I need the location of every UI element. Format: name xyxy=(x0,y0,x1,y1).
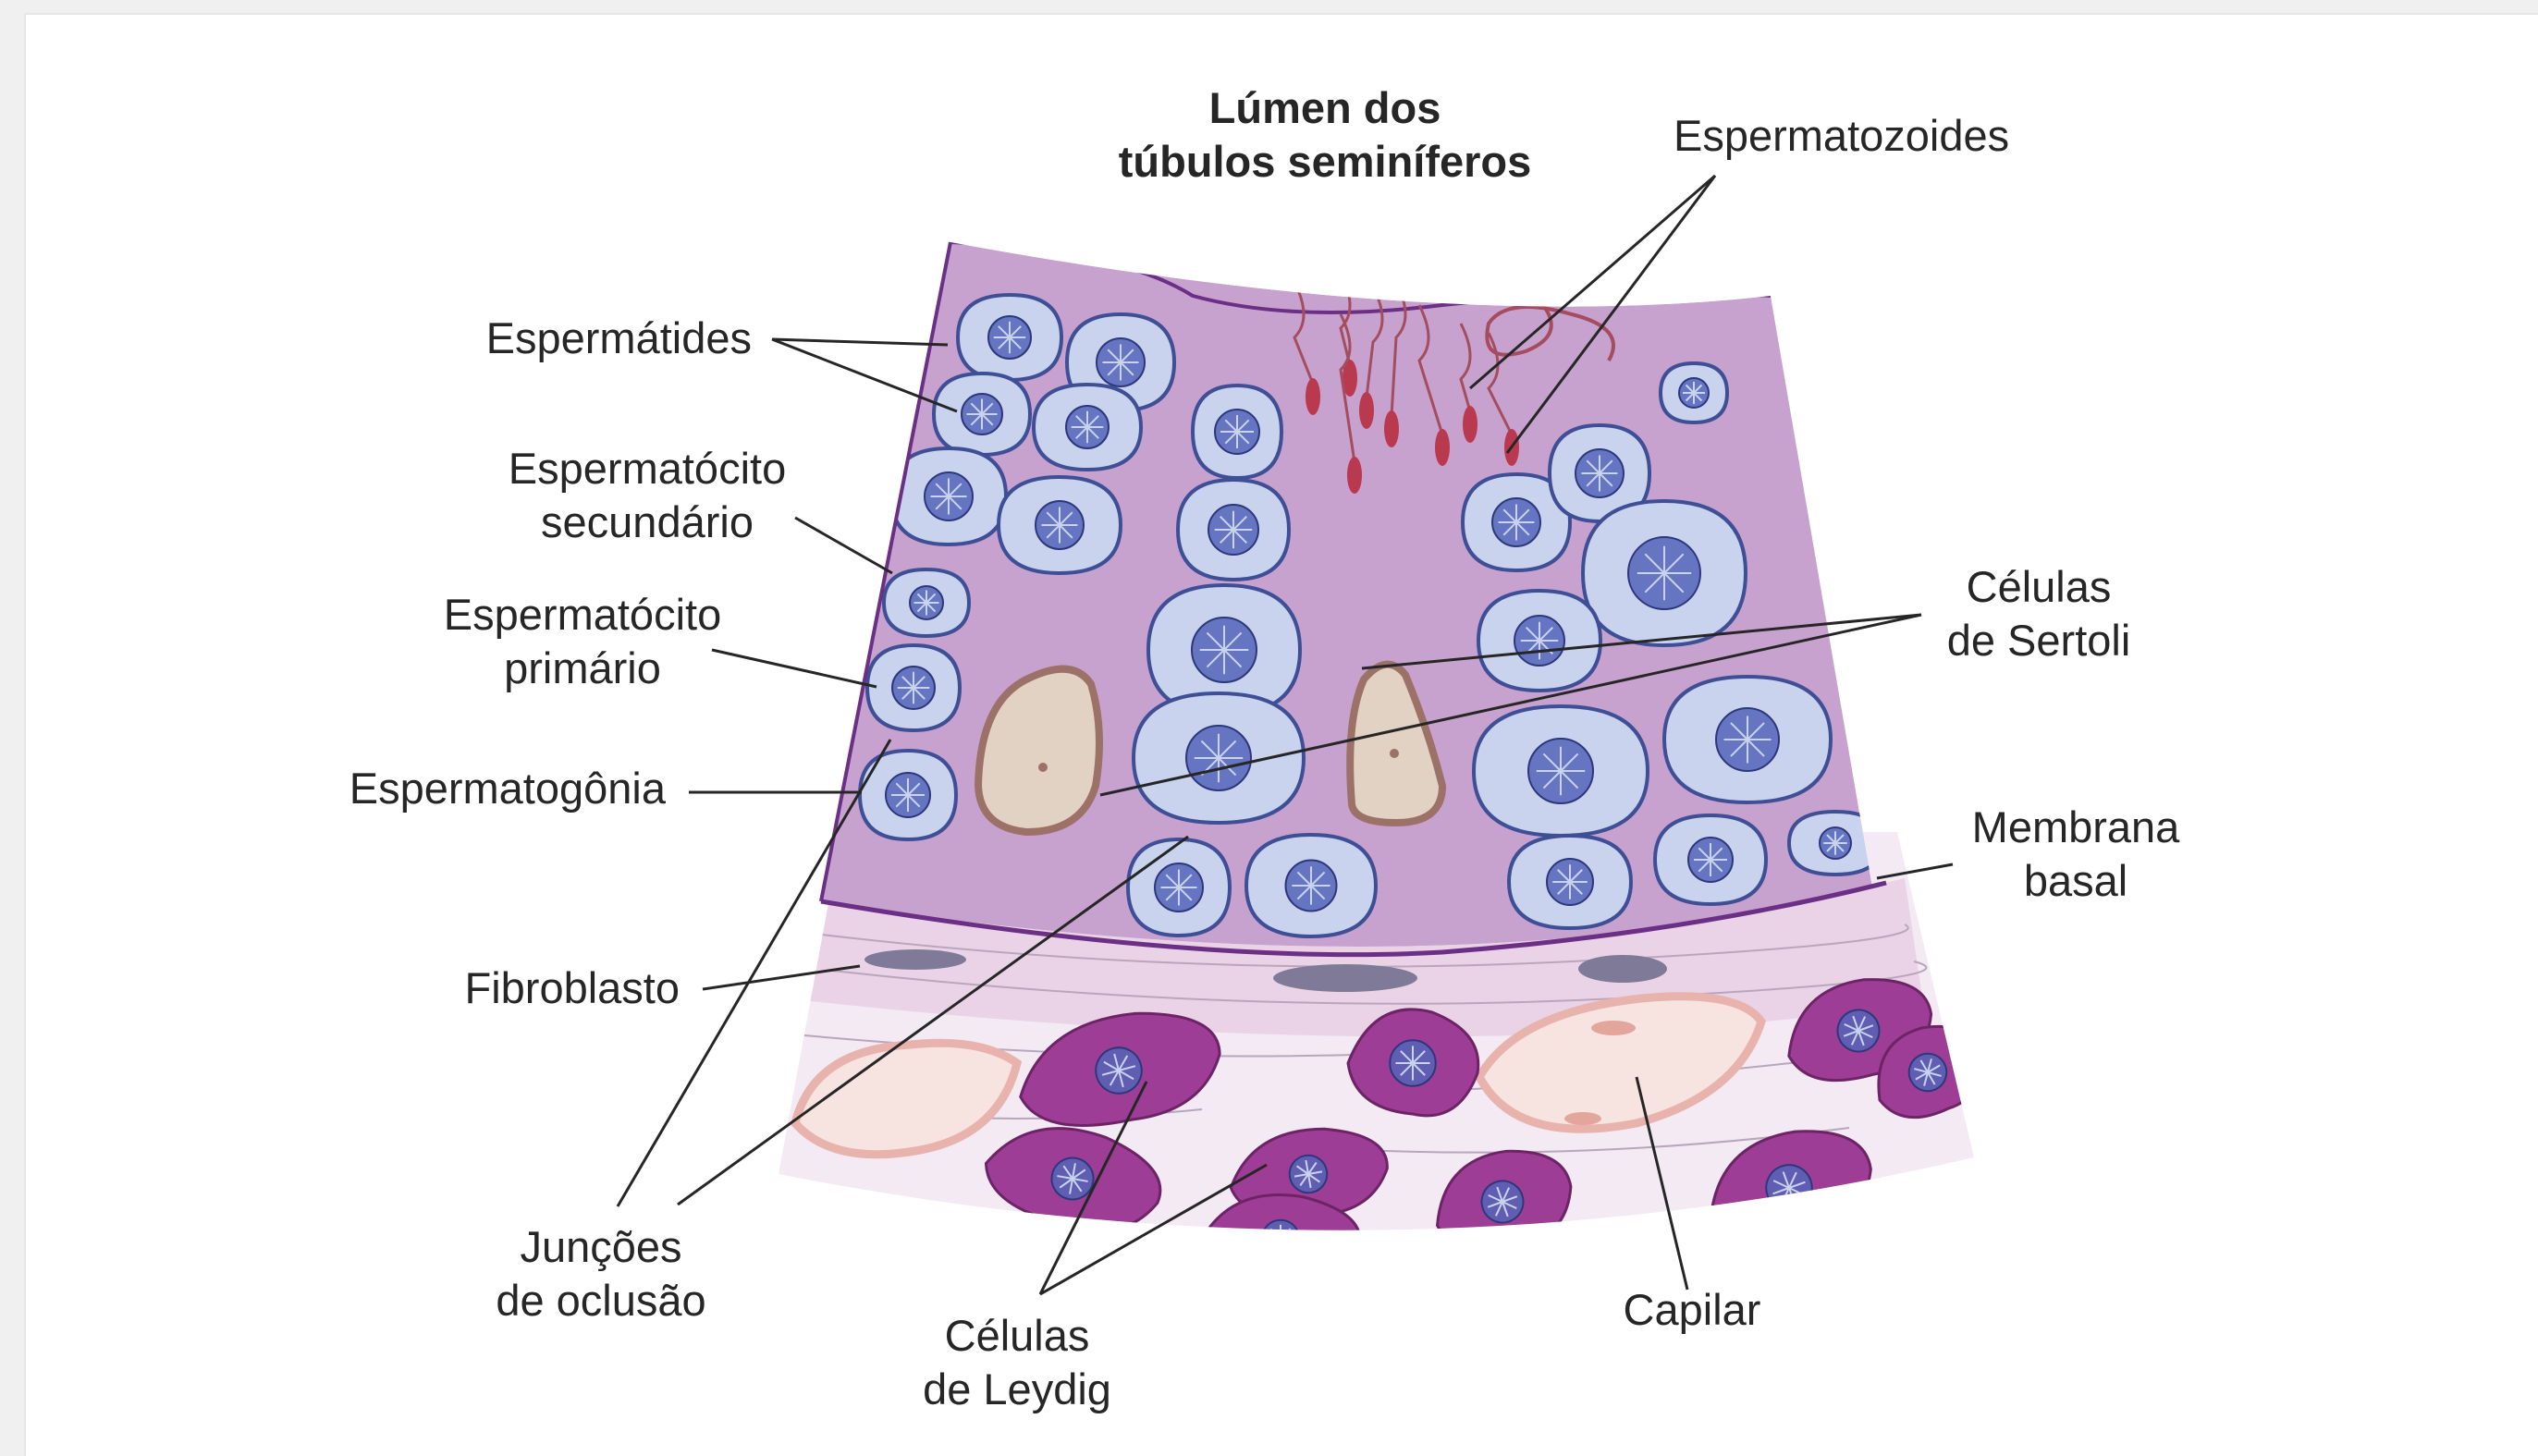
membrana-line1: Membrana xyxy=(1932,801,2219,854)
sertoli-label: Células de Sertoli xyxy=(1905,560,2173,667)
espermatides-label: Espermátides xyxy=(407,312,752,365)
juncoes-line2: de oclusão xyxy=(444,1274,758,1328)
capilar-label: Capilar xyxy=(1572,1283,1812,1337)
lumen-label: Lúmen dos túbulos seminíferos xyxy=(1089,81,1561,189)
germ-cell xyxy=(1128,839,1230,936)
sertoli-line1: Células xyxy=(1905,560,2173,614)
membrana-label: Membrana basal xyxy=(1932,801,2219,908)
germ-cell xyxy=(1134,693,1304,823)
germ-cell xyxy=(1478,591,1600,691)
lumen-label-line2: túbulos seminíferos xyxy=(1089,135,1561,189)
germ-cell xyxy=(958,295,1061,380)
lumen-label-line1: Lúmen dos xyxy=(1089,81,1561,135)
leydig-line1: Células xyxy=(851,1309,1183,1363)
germ-cell xyxy=(860,751,956,839)
espermatozoides-label: Espermatozoides xyxy=(1674,109,2009,163)
germ-cell xyxy=(934,373,1030,455)
espermatogonia-label: Espermatogônia xyxy=(277,762,666,815)
germ-cell xyxy=(1034,385,1141,470)
germ-cell xyxy=(1655,815,1766,904)
espermatocito-primario-line2: primário xyxy=(407,642,758,695)
germ-cell xyxy=(999,477,1121,573)
germ-cell xyxy=(1664,677,1831,802)
germ-cell xyxy=(1474,706,1648,836)
juncoes-label: Junções de oclusão xyxy=(444,1220,758,1328)
germ-cell xyxy=(884,569,969,636)
espermatocito-primario-line1: Espermatócito xyxy=(407,588,758,642)
germ-cell xyxy=(1193,385,1281,478)
espermatocito-secundario-line2: secundário xyxy=(472,496,823,549)
fibroblasto-label: Fibroblasto xyxy=(398,961,680,1015)
sertoli-line2: de Sertoli xyxy=(1905,614,2173,667)
leydig-label: Células de Leydig xyxy=(851,1309,1183,1416)
leydig-line2: de Leydig xyxy=(851,1363,1183,1416)
espermatocito-secundario-label: Espermatócito secundário xyxy=(472,442,823,549)
germ-cell xyxy=(1246,835,1376,936)
germ-cell xyxy=(1583,501,1746,645)
germ-cell xyxy=(1661,363,1727,422)
membrana-line2: basal xyxy=(1932,854,2219,908)
juncoes-line1: Junções xyxy=(444,1220,758,1274)
espermatocito-secundario-line1: Espermatócito xyxy=(472,442,823,496)
germ-cell xyxy=(1178,480,1289,580)
espermatocito-primario-label: Espermatócito primário xyxy=(407,588,758,695)
germ-cell xyxy=(1509,836,1631,928)
germ-cell xyxy=(867,645,960,730)
